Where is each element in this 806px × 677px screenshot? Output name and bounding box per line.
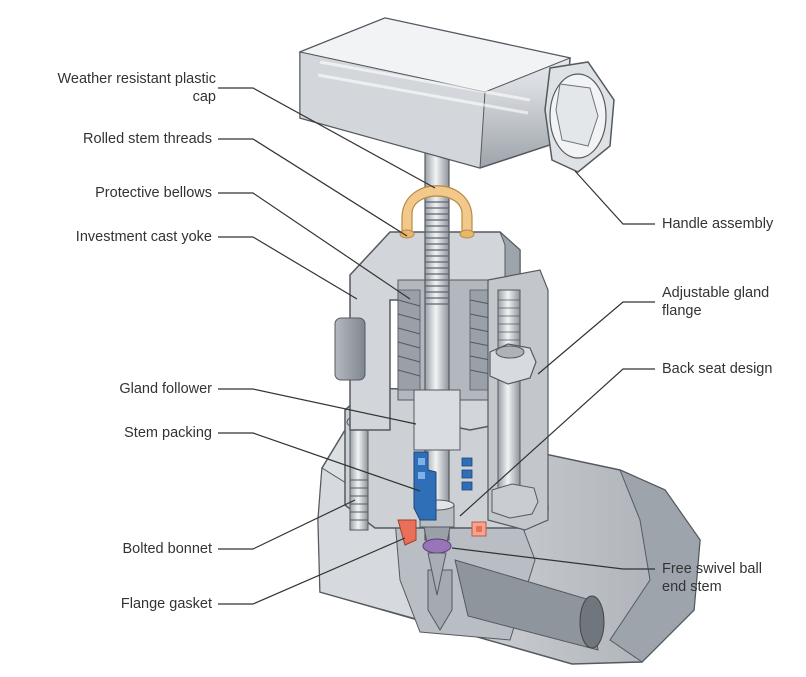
leader-gasket [218, 537, 406, 605]
label-handle-assembly: Handle assembly [662, 216, 774, 232]
leader-swivel [451, 547, 655, 570]
label-flange-gasket: Flange gasket [120, 596, 212, 612]
leader-bellows [218, 192, 411, 300]
label-stem-packing: Stem packing [124, 425, 212, 441]
handle [298, 17, 615, 173]
flange-gasket [397, 519, 487, 546]
leader-flange [537, 301, 655, 375]
label-investment-cast-yoke: Investment cast yoke [75, 229, 212, 245]
stem [413, 99, 461, 596]
label-gland-follower: Gland follower [119, 381, 212, 397]
label-bolted-bonnet: Bolted bonnet [122, 541, 213, 557]
gland-flange [487, 269, 549, 531]
leader-cap [218, 87, 436, 189]
label-free-swivel-ball-end-stem: Free swivel ball end stem [662, 561, 762, 595]
stem-packing [413, 451, 473, 521]
leader-packing [218, 432, 421, 492]
leader-lines [218, 87, 655, 605]
leader-bonnet [218, 499, 356, 550]
plastic-cap [399, 185, 475, 239]
leader-threads [218, 138, 408, 237]
leader-backseat [459, 368, 655, 517]
label-adjustable-gland-flange: Adjustable gland flange [662, 285, 770, 319]
leader-yoke [218, 236, 358, 300]
label-protective-bellows: Protective bellows [95, 185, 212, 201]
label-plastic-cap: Weather resistant plastic cap [57, 71, 217, 105]
leader-follower [218, 388, 417, 425]
label-back-seat-design: Back seat design [662, 361, 773, 377]
leader-handle [574, 170, 655, 225]
label-rolled-stem-threads: Rolled stem threads [83, 131, 212, 147]
